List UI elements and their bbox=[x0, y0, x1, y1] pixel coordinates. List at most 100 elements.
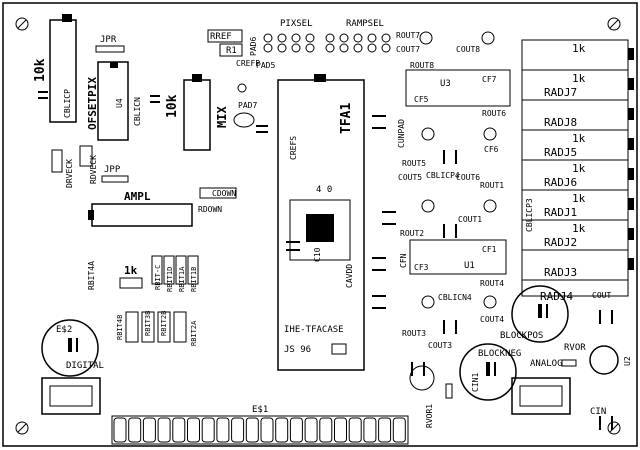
label-ofsetpix: OFSETPIX bbox=[86, 77, 99, 130]
radj-tab bbox=[628, 78, 634, 90]
es1-pin bbox=[304, 417, 318, 443]
u3-region: ROUT7 COUT7 ROUT8 COUT8 U3 CF7 CF5 CUNPA… bbox=[396, 31, 511, 182]
radj-value: 1k bbox=[572, 42, 586, 55]
label-cf5: CF5 bbox=[414, 95, 429, 104]
es1-pin bbox=[378, 417, 392, 443]
es1-pin bbox=[334, 417, 347, 443]
label-cf1: CF1 bbox=[482, 245, 497, 254]
radj-tab bbox=[628, 258, 634, 270]
radj-name: RADJ8 bbox=[544, 116, 577, 129]
label-crefp: CREFP bbox=[236, 59, 260, 68]
rampsel-header: RAMPSEL bbox=[325, 19, 391, 53]
label-rref: RREF bbox=[210, 32, 232, 42]
u4-ic: JPR OFSETPIX U4 CBLICN bbox=[86, 35, 142, 141]
es1-pin bbox=[260, 417, 274, 443]
radj-value: 1k bbox=[572, 132, 586, 145]
es1-pin bbox=[275, 417, 289, 443]
label-c10: C10 bbox=[313, 247, 322, 262]
radj-name: RADJ5 bbox=[544, 146, 577, 159]
label-rbit1a: RBIT1A bbox=[178, 266, 186, 292]
label-rbit1d: RBIT1D bbox=[166, 267, 174, 292]
label-cblicn: CBLICN bbox=[133, 97, 142, 126]
radj-value: 1k bbox=[572, 72, 586, 85]
label-cblicp: CBLICP bbox=[63, 89, 72, 118]
label-tfa1: TFA1 bbox=[339, 103, 354, 134]
label-u2: U2 bbox=[623, 356, 632, 366]
digital-cap: E$2 DIGITAL bbox=[41, 319, 104, 377]
block-caps: CIN1 BLOCKNEG BLOCKPOS ANALOG RVOR U2 CI… bbox=[409, 285, 632, 428]
label-mix: MIX bbox=[215, 106, 229, 128]
trimmer-10k-left: 10k CBLICP bbox=[33, 14, 77, 123]
label-analog: ANALOG bbox=[530, 359, 563, 369]
mounting-hole-bottom-left bbox=[15, 421, 29, 435]
es1-pin bbox=[289, 417, 303, 443]
left-connector bbox=[41, 377, 101, 415]
radj-name: RADJ1 bbox=[544, 206, 577, 219]
label-jpp: JPP bbox=[104, 165, 121, 175]
label-drveck: DRVECK bbox=[65, 159, 74, 188]
label-jpr: JPR bbox=[100, 35, 117, 45]
label-cout5: COUT5 bbox=[398, 173, 422, 182]
label-cavdd: CAVDD bbox=[345, 264, 354, 288]
label-cout7: COUT7 bbox=[396, 45, 420, 54]
label-u3: U3 bbox=[440, 79, 451, 89]
mounting-hole-top-left bbox=[15, 17, 29, 31]
label-cin1: CIN1 bbox=[471, 373, 480, 392]
es1-pin bbox=[216, 417, 230, 443]
label-cout1: COUT1 bbox=[458, 215, 482, 224]
drveck-group: DRVECK RDVECK bbox=[51, 145, 98, 188]
es1-pin bbox=[157, 417, 171, 443]
label-cblicn4: CBLICN4 bbox=[438, 293, 472, 302]
ampl-group: JPP AMPL CDOWN RDOWN bbox=[88, 165, 237, 227]
label-r-10k-mid: 10k bbox=[165, 94, 180, 118]
label-rout7: ROUT7 bbox=[396, 31, 420, 40]
radj-tab bbox=[628, 198, 634, 210]
label-cf3: CF3 bbox=[414, 263, 429, 272]
mounting-hole-bottom-right bbox=[607, 421, 621, 435]
radj-tab bbox=[628, 138, 634, 150]
es1-pin bbox=[187, 417, 200, 443]
label-rout6: ROUT6 bbox=[482, 109, 506, 118]
es1-pin bbox=[348, 417, 362, 443]
rbit-network: 1k RBIT4A RBIT-C RBIT1D RBIT1A RBIT1B RB… bbox=[87, 255, 199, 346]
label-pad7: PAD7 bbox=[238, 101, 257, 110]
capacitor-marks bbox=[286, 115, 613, 430]
label-chip-40: 4 0 bbox=[316, 185, 332, 195]
label-rvor1: RVOR1 bbox=[425, 404, 434, 428]
radj-name: RADJ7 bbox=[544, 86, 577, 99]
label-pad5: PAD5 bbox=[256, 61, 275, 70]
radj-name: RADJ2 bbox=[544, 236, 577, 249]
radj-name: RADJ6 bbox=[544, 176, 577, 189]
label-rout8: ROUT8 bbox=[410, 61, 434, 70]
label-rout2: ROUT2 bbox=[400, 229, 424, 238]
label-blockpos: BLOCKPOS bbox=[500, 331, 543, 341]
label-radj4: RADJ4 bbox=[540, 290, 573, 303]
mix-ic: 10k MIX bbox=[150, 74, 229, 151]
label-es1: E$1 bbox=[252, 405, 268, 415]
label-rbit4a: RBIT4A bbox=[87, 261, 96, 290]
label-cout3: COUT3 bbox=[428, 341, 452, 350]
radj-tab bbox=[628, 108, 634, 120]
label-rbit2b: RBIT2B bbox=[160, 311, 168, 336]
label-cdown: CDOWN bbox=[212, 189, 236, 198]
tfa1-ic: CREFS TFA1 4 0 C10 CAVDD IHE-TFACASE JS … bbox=[277, 74, 365, 371]
label-r-10k: 10k bbox=[33, 58, 48, 82]
radj-value: 1k bbox=[572, 162, 586, 175]
label-digital: DIGITAL bbox=[66, 361, 104, 371]
rref-group: RREF R1 PAD6 PAD5 CREFP PAD7 bbox=[207, 29, 275, 133]
radj-value: 1k bbox=[572, 192, 586, 205]
es1-pin bbox=[231, 417, 245, 443]
es1-header: E$1 bbox=[111, 405, 409, 445]
label-rout4: ROUT4 bbox=[480, 279, 504, 288]
es1-pin bbox=[319, 417, 333, 443]
label-js96: JS 96 bbox=[284, 345, 311, 355]
label-cblicp3: CBLICP3 bbox=[525, 198, 534, 232]
radj-tab bbox=[628, 228, 634, 240]
es1-pin bbox=[128, 417, 142, 443]
label-es2: E$2 bbox=[56, 325, 72, 335]
label-ampl: AMPL bbox=[124, 190, 151, 203]
analog-connector bbox=[511, 377, 571, 415]
mounting-hole-top-right bbox=[607, 17, 621, 31]
